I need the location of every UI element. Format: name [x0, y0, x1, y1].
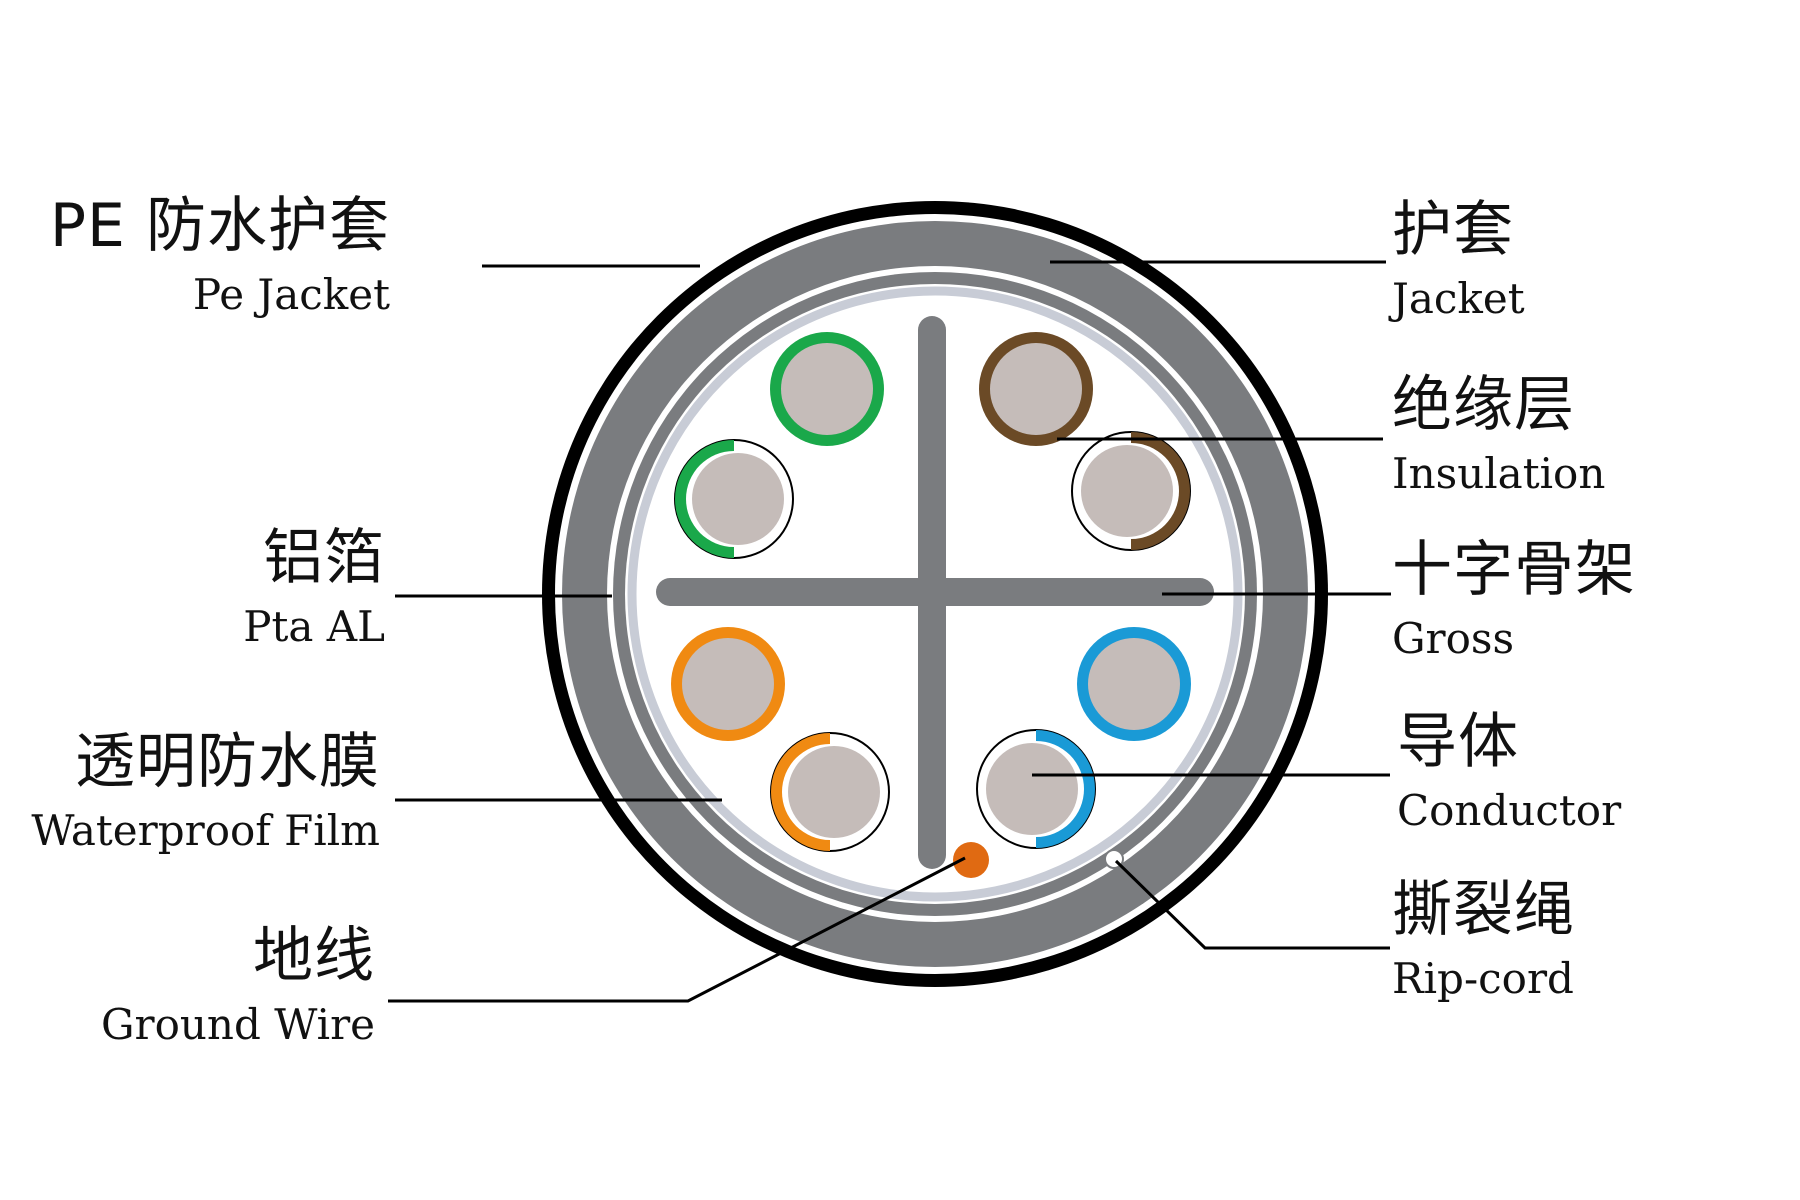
wire-orange-solid — [671, 627, 785, 741]
leader-lines — [388, 260, 1391, 1003]
label-rip-cord-zh: 撕裂绳 — [1392, 875, 1575, 945]
cross-separator — [656, 316, 1214, 869]
label-jacket: 护套 Jacket — [1392, 200, 1525, 320]
label-insulation-zh: 绝缘层 — [1392, 370, 1575, 440]
ground-wire-dot — [953, 842, 989, 878]
label-conductor-zh: 导体 — [1397, 707, 1519, 777]
label-rip-cord: 撕裂绳 Rip-cord — [1392, 880, 1575, 1000]
label-ground-wire-en: Ground Wire — [100, 1000, 375, 1049]
wire-green-white — [674, 439, 794, 559]
label-cross-en: Gross — [1392, 614, 1515, 663]
label-pe-jacket-zh: PE 防水护套 — [49, 191, 390, 261]
label-cross-zh: 十字骨架 — [1392, 535, 1636, 605]
wire-green-solid — [770, 332, 884, 446]
label-cross: 十字骨架 Gross — [1392, 540, 1636, 660]
label-waterproof-film: 透明防水膜 Waterproof Film — [31, 732, 380, 852]
label-pe-jacket-en: Pe Jacket — [192, 270, 390, 319]
label-insulation-en: Insulation — [1392, 449, 1606, 498]
label-jacket-en: Jacket — [1392, 274, 1525, 323]
label-al-foil-zh: 铝箔 — [263, 523, 385, 593]
wire-blue-solid — [1077, 627, 1191, 741]
label-insulation: 绝缘层 Insulation — [1392, 375, 1605, 495]
label-ground-wire: 地线 Ground Wire — [101, 926, 375, 1046]
label-conductor-en: Conductor — [1397, 786, 1622, 835]
wire-pairs — [671, 332, 1191, 878]
label-jacket-zh: 护套 — [1392, 195, 1514, 265]
label-rip-cord-en: Rip-cord — [1392, 954, 1574, 1003]
label-conductor: 导体 Conductor — [1397, 712, 1621, 832]
wire-brown-white — [1071, 431, 1191, 551]
label-al-foil-en: Pta AL — [243, 602, 385, 651]
label-ground-wire-zh: 地线 — [253, 921, 375, 991]
label-waterproof-film-zh: 透明防水膜 — [75, 727, 380, 797]
label-waterproof-film-en: Waterproof Film — [31, 806, 380, 855]
leader-rip-cord — [1114, 859, 1390, 950]
wire-brown-solid — [979, 332, 1093, 446]
label-pe-jacket: PE 防水护套 Pe Jacket — [50, 196, 390, 316]
label-al-foil: 铝箔 Pta AL — [243, 528, 385, 648]
leader-ground-wire — [388, 856, 966, 1003]
wire-blue-white — [976, 729, 1096, 849]
wire-orange-white — [770, 732, 890, 852]
